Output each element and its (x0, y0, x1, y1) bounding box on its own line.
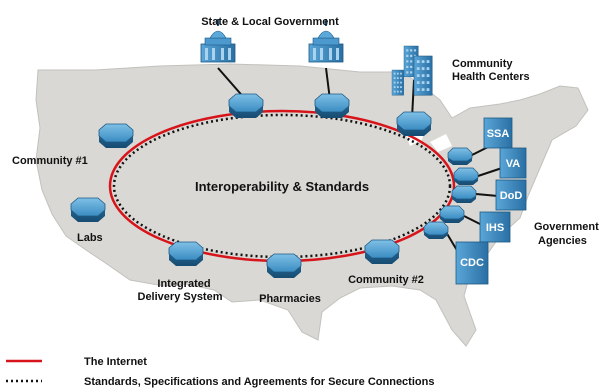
agency-label-ssa: SSA (487, 128, 510, 140)
agency-building-ssa: SSA (483, 117, 513, 149)
node-agency-va-icon (453, 167, 479, 186)
label-interoperability-standards: Interoperability & Standards (195, 179, 369, 194)
us-map (35, 63, 589, 347)
node-agency-ihs-icon (439, 205, 465, 224)
label-integrated-line2: Delivery System (138, 291, 223, 303)
node-health-centers-icon (396, 111, 432, 137)
agency-building-cdc: CDC (455, 241, 489, 285)
node-agency-dod-icon (451, 185, 477, 204)
agency-label-ihs: IHS (486, 222, 504, 234)
label-community-1: Community #1 (12, 155, 88, 167)
node-state-gov-1-icon (228, 93, 264, 119)
label-integrated-line1: Integrated (157, 278, 210, 290)
node-integrated-delivery-icon (168, 241, 204, 267)
node-agency-cdc-icon (423, 221, 449, 240)
label-labs: Labs (77, 232, 103, 244)
label-community-health-centers-line2: Health Centers (452, 71, 530, 83)
label-government-agencies-line1: Government (534, 221, 599, 233)
great-lakes-shape (430, 134, 452, 152)
label-state-local-government: State & Local Government (201, 16, 339, 28)
node-pharmacies-icon (266, 253, 302, 279)
agency-building-ihs: IHS (479, 211, 511, 243)
agency-label-va: VA (506, 158, 521, 170)
node-community-2-icon (364, 239, 400, 265)
legend-internet-label: The Internet (84, 356, 147, 368)
label-community-health-centers-line1: Community (452, 58, 513, 70)
agency-label-dod: DoD (500, 190, 523, 202)
legend: The Internet Standards, Specifications a… (6, 356, 434, 388)
node-labs-icon (70, 197, 106, 223)
label-government-agencies-line2: Agencies (538, 235, 587, 247)
node-state-gov-2-icon (314, 93, 350, 119)
node-community-1-icon (98, 123, 134, 149)
agency-building-dod: DoD (495, 179, 527, 211)
agency-label-cdc: CDC (460, 257, 484, 269)
label-pharmacies: Pharmacies (259, 293, 321, 305)
agency-building-va: VA (499, 147, 527, 179)
legend-standards-label: Standards, Specifications and Agreements… (84, 376, 434, 388)
label-community-2: Community #2 (348, 274, 424, 286)
node-agency-ssa-icon (447, 147, 473, 166)
